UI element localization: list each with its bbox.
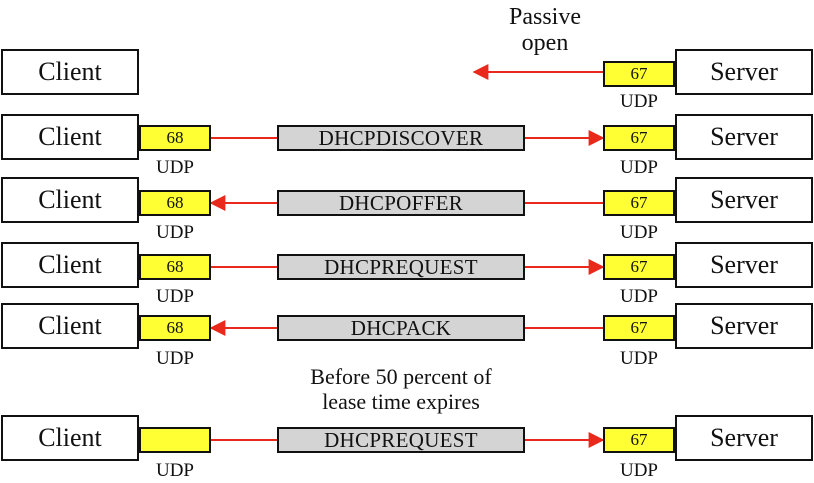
- client-box: Client: [1, 415, 139, 461]
- server-box: Server: [675, 177, 813, 223]
- server-udp-label: UDP: [619, 157, 658, 178]
- dhcpack-message: DHCPACK: [277, 315, 525, 341]
- client-udp-label: UDP: [155, 157, 194, 178]
- client-port-box: 68: [139, 190, 211, 216]
- client-port-box: [139, 427, 211, 453]
- server-port-box: 67: [603, 61, 675, 87]
- server-port-box: 67: [603, 190, 675, 216]
- renewal-note-line2: lease time expires: [322, 389, 480, 414]
- renewal-note-line1: Before 50 percent of: [310, 364, 492, 389]
- client-udp-label: UDP: [155, 348, 194, 369]
- client-udp-label: UDP: [155, 222, 194, 243]
- client-udp-label: UDP: [155, 460, 194, 481]
- client-udp-label: UDP: [155, 286, 194, 307]
- client-box: Client: [1, 49, 139, 95]
- server-box: Server: [675, 242, 813, 288]
- dhcpoffer-message: DHCPOFFER: [277, 190, 525, 216]
- client-box: Client: [1, 114, 139, 160]
- client-box: Client: [1, 177, 139, 223]
- passive-open-line1: Passive: [509, 4, 581, 30]
- renewal-dhcprequest-message: DHCPREQUEST: [277, 427, 525, 453]
- client-box: Client: [1, 303, 139, 349]
- server-box: Server: [675, 49, 813, 95]
- client-port-box: 68: [139, 315, 211, 341]
- server-udp-label: UDP: [619, 286, 658, 307]
- server-udp-label: UDP: [619, 348, 658, 369]
- server-udp-label: UDP: [619, 222, 658, 243]
- server-box: Server: [675, 415, 813, 461]
- server-port-box: 67: [603, 315, 675, 341]
- renewal-note: Before 50 percent of lease time expires: [270, 364, 532, 414]
- server-udp-label: UDP: [619, 460, 658, 481]
- dhcprequest-message: DHCPREQUEST: [277, 254, 525, 280]
- passive-open-label: Passive open: [488, 4, 602, 56]
- server-port-box: 67: [603, 427, 675, 453]
- client-port-box: 68: [139, 125, 211, 151]
- server-box: Server: [675, 303, 813, 349]
- dhcpdiscover-message: DHCPDISCOVER: [277, 125, 525, 151]
- client-port-box: 68: [139, 254, 211, 280]
- server-box: Server: [675, 114, 813, 160]
- passive-open-line2: open: [521, 30, 569, 56]
- client-box: Client: [1, 242, 139, 288]
- server-udp-label: UDP: [619, 91, 658, 112]
- server-port-box: 67: [603, 125, 675, 151]
- server-port-box: 67: [603, 254, 675, 280]
